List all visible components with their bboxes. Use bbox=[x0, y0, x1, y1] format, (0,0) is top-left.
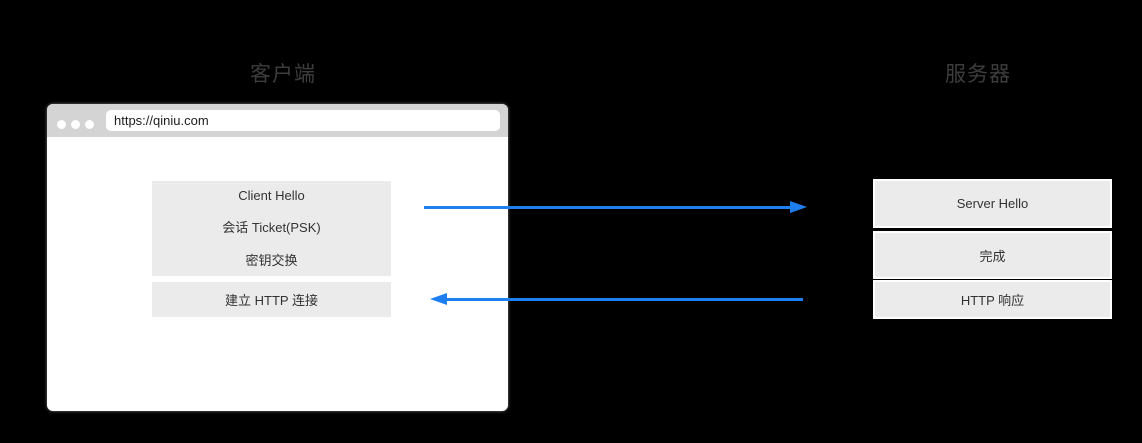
server-hello-box: Server Hello bbox=[873, 179, 1112, 228]
client-hello-label: Client Hello bbox=[238, 188, 305, 203]
browser-titlebar: https://qiniu.com bbox=[47, 104, 508, 137]
client-column-title: 客户端 bbox=[250, 63, 316, 86]
http-response-box: HTTP 响应 bbox=[873, 280, 1112, 319]
finished-box: 完成 bbox=[873, 231, 1112, 279]
session-ticket-psk-label: 会话 Ticket(PSK) bbox=[222, 220, 321, 235]
request-arrowhead-icon bbox=[790, 201, 807, 213]
browser-window: https://qiniu.com bbox=[47, 104, 508, 411]
response-arrowhead-icon bbox=[430, 293, 447, 305]
key-exchange-label: 密钥交换 bbox=[245, 253, 298, 268]
server-column-title: 服务器 bbox=[945, 63, 1011, 86]
request-arrow bbox=[424, 206, 792, 209]
address-bar: https://qiniu.com bbox=[106, 110, 500, 131]
response-arrow bbox=[446, 298, 803, 301]
establish-http-connection-box: 建立 HTTP 连接 bbox=[152, 282, 391, 317]
window-dot-icon bbox=[85, 120, 94, 129]
window-dot-icon bbox=[57, 120, 66, 129]
window-dot-icon bbox=[71, 120, 80, 129]
client-handshake-box: Client Hello 会话 Ticket(PSK) 密钥交换 bbox=[152, 181, 391, 276]
